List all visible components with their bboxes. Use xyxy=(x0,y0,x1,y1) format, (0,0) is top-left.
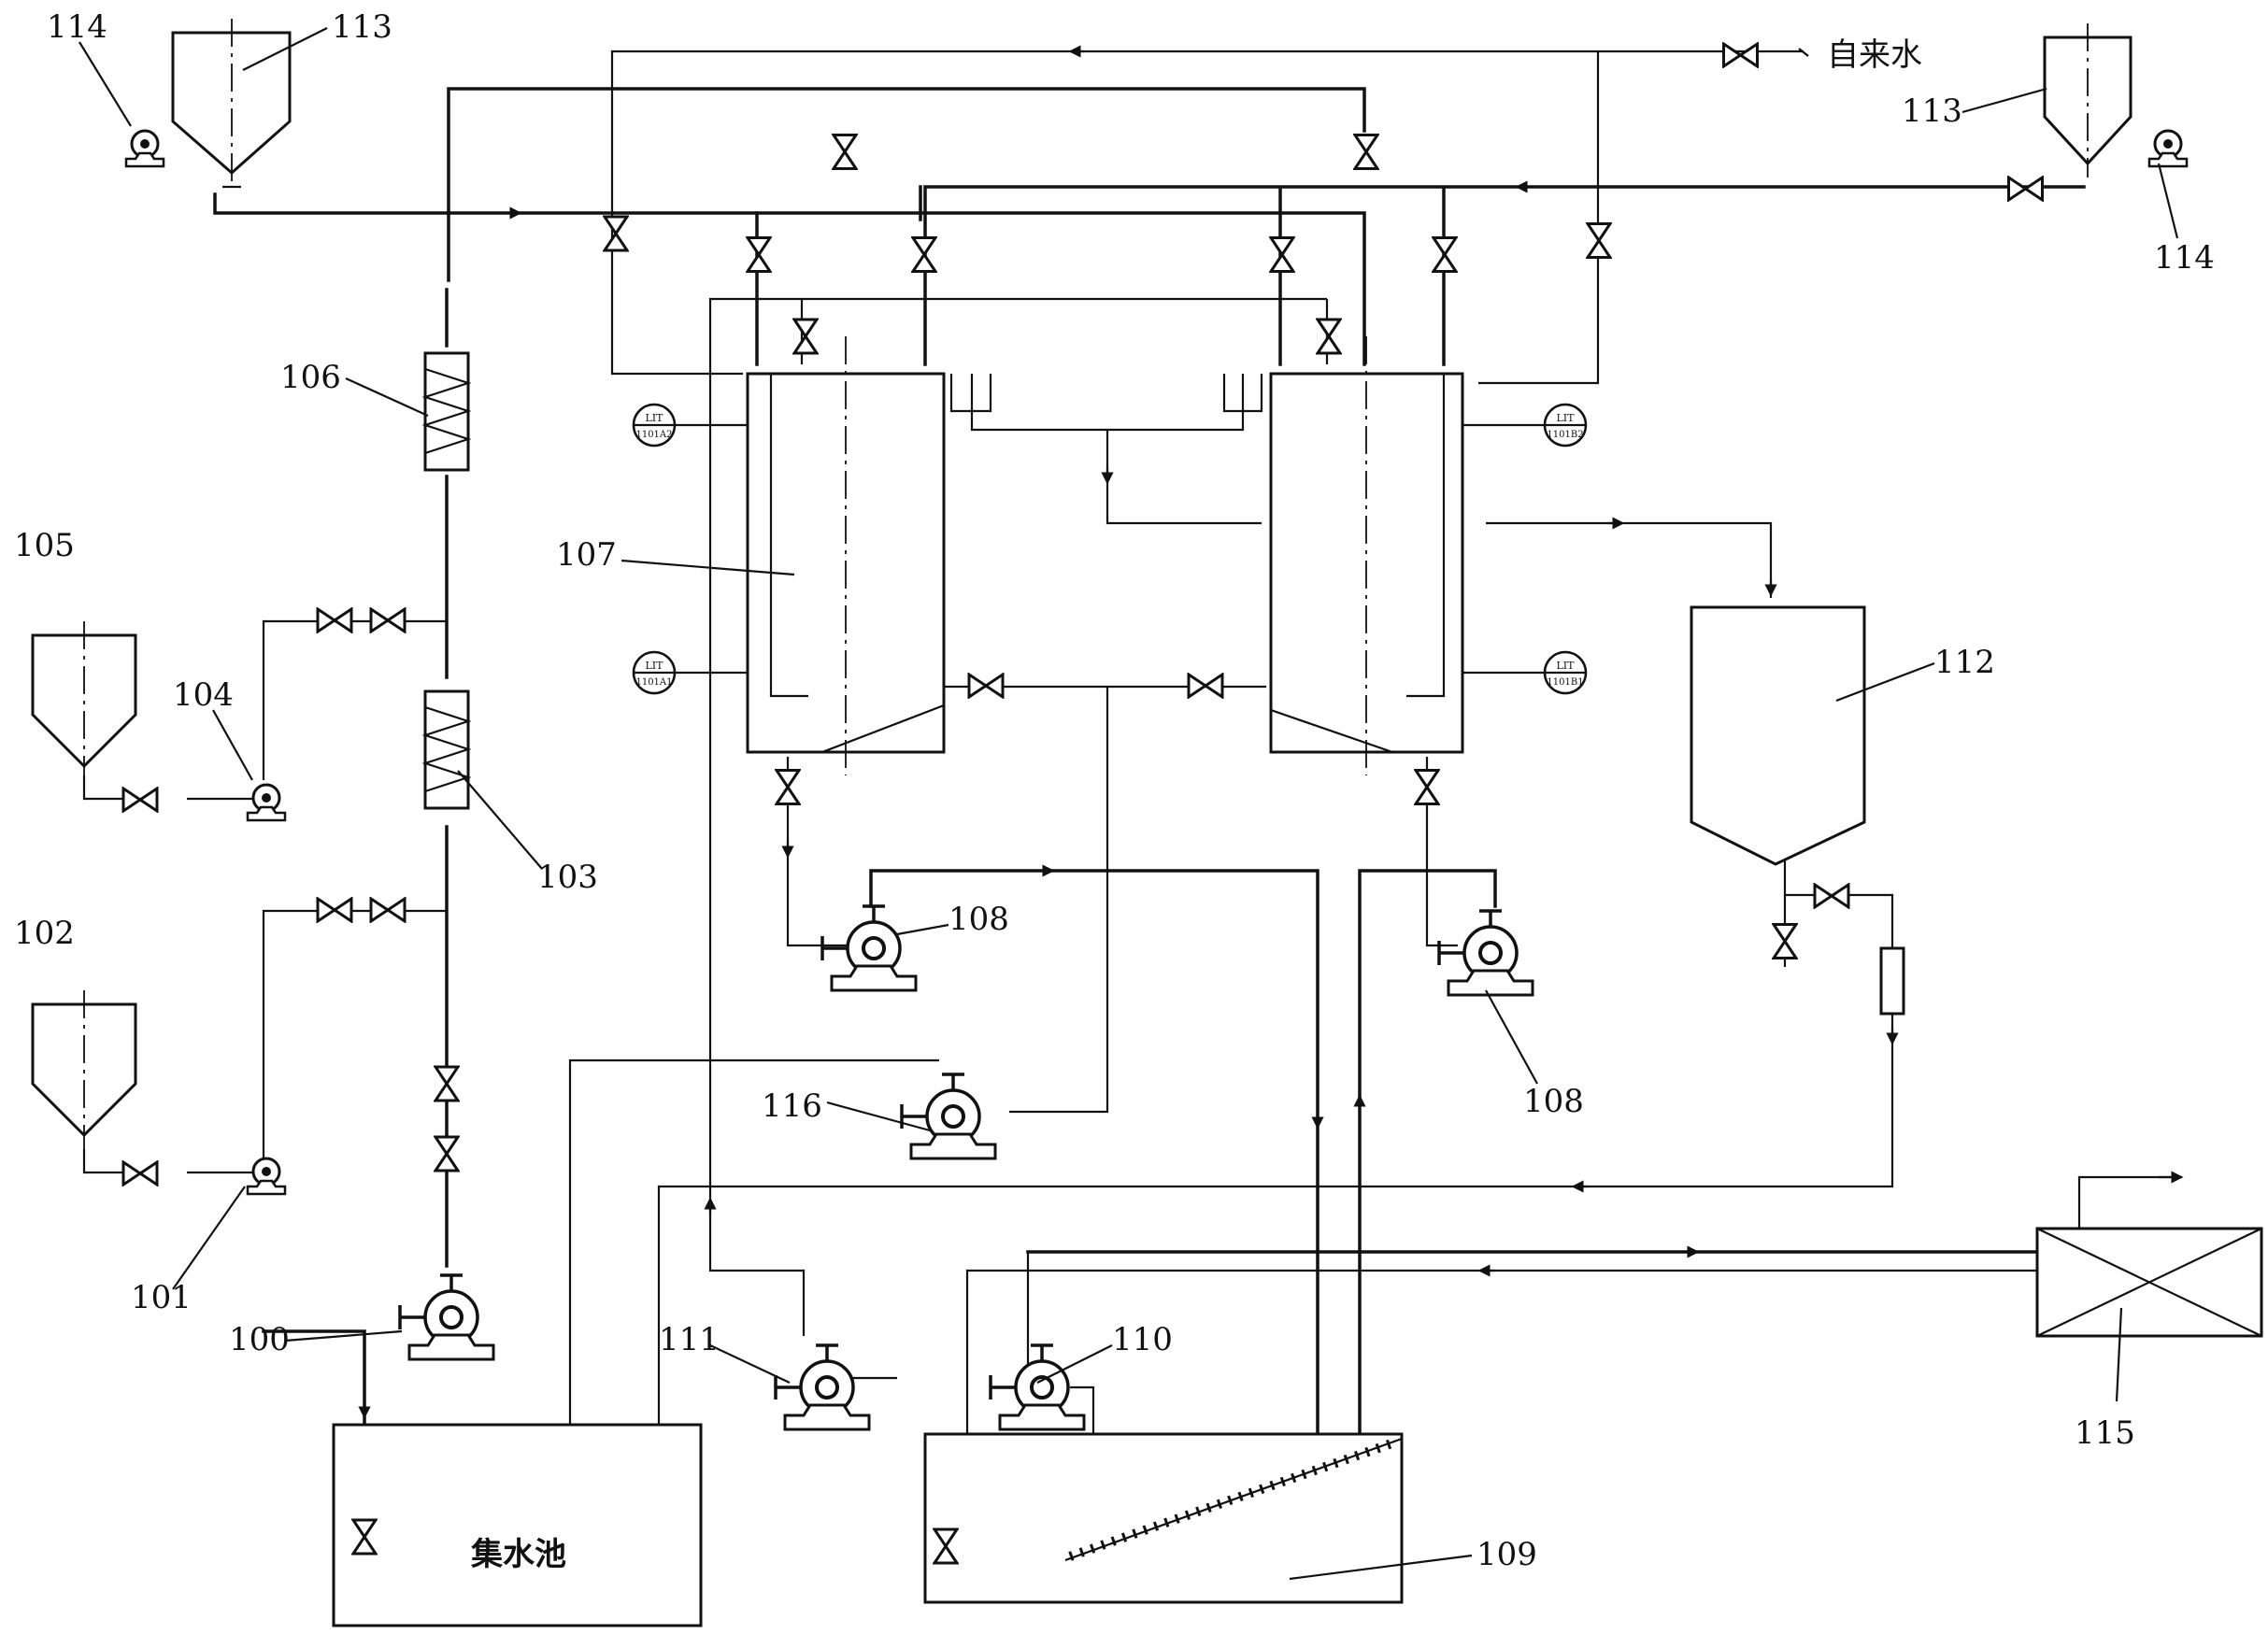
label-113-right: 113 xyxy=(1902,92,1962,130)
valve xyxy=(316,607,353,633)
pump-116 xyxy=(900,1073,997,1160)
pump-114-left xyxy=(124,129,165,168)
pump-114-right xyxy=(2147,129,2189,168)
lt-tag-3: 1101B2 xyxy=(1547,430,1583,440)
valve xyxy=(1269,235,1295,274)
level-indicator-2 xyxy=(632,650,748,695)
valve xyxy=(369,897,407,923)
lit-label-1: LIT xyxy=(646,412,664,424)
valve xyxy=(775,768,801,806)
lt-tag-4: 1101B1 xyxy=(1547,677,1583,688)
valve xyxy=(1586,221,1612,260)
hopper-113-left xyxy=(171,31,292,175)
flowmeter xyxy=(1879,946,1905,1016)
hopper-113-right xyxy=(2043,36,2132,166)
label-113-left: 113 xyxy=(332,8,392,46)
pump-104 xyxy=(246,783,287,822)
level-indicator-1 xyxy=(632,403,748,448)
valve xyxy=(746,235,772,274)
valve xyxy=(1772,922,1798,960)
valve xyxy=(2006,176,2045,202)
label-101: 101 xyxy=(131,1279,192,1316)
valve xyxy=(1432,235,1458,274)
label-116: 116 xyxy=(762,1087,822,1125)
pump-101 xyxy=(246,1157,287,1196)
pump-100 xyxy=(398,1273,495,1361)
label-tap-water: 自来水 xyxy=(1827,36,1922,74)
pump-108-left xyxy=(820,904,918,992)
label-108-right: 108 xyxy=(1523,1083,1584,1120)
lt-tag-2: 1101A1 xyxy=(635,677,672,688)
tank-112 xyxy=(1690,605,1866,866)
valve xyxy=(121,1160,159,1186)
valve xyxy=(832,133,858,171)
valve xyxy=(1813,883,1850,909)
label-100: 100 xyxy=(229,1321,290,1358)
label-107: 107 xyxy=(556,536,617,574)
valve xyxy=(967,673,1005,699)
valve xyxy=(1316,318,1342,355)
sump-tank xyxy=(332,1423,703,1627)
label-sump: 集水池 xyxy=(470,1536,566,1573)
valve xyxy=(316,897,353,923)
lit-label-3: LIT xyxy=(1557,412,1576,424)
valve xyxy=(369,607,407,633)
valve xyxy=(603,215,629,252)
level-indicator-4 xyxy=(1462,650,1588,695)
label-105: 105 xyxy=(14,527,75,564)
valve xyxy=(792,318,819,355)
valve xyxy=(1721,42,1760,68)
label-112: 112 xyxy=(1934,644,1995,681)
label-104: 104 xyxy=(173,676,234,714)
label-108-left: 108 xyxy=(949,901,1009,938)
label-102: 102 xyxy=(14,915,75,952)
label-114-right: 114 xyxy=(2154,239,2215,277)
pump-111 xyxy=(774,1343,871,1431)
valve xyxy=(121,787,159,813)
lit-label-4: LIT xyxy=(1557,660,1576,672)
valve xyxy=(434,1065,460,1102)
valve xyxy=(911,235,937,274)
label-111: 111 xyxy=(659,1321,720,1358)
label-103: 103 xyxy=(537,859,598,896)
level-indicator-3 xyxy=(1462,403,1588,448)
tank-109 xyxy=(923,1432,1404,1604)
pump-108-right xyxy=(1437,909,1534,997)
valve xyxy=(1187,673,1224,699)
label-110: 110 xyxy=(1112,1321,1173,1358)
lt-tag-1: 1101A2 xyxy=(635,430,672,440)
valve xyxy=(434,1135,460,1172)
label-106: 106 xyxy=(280,359,341,396)
label-115: 115 xyxy=(2075,1414,2135,1452)
lit-label-2: LIT xyxy=(646,660,664,672)
label-109: 109 xyxy=(1476,1536,1537,1573)
valve xyxy=(1353,133,1379,171)
label-114-left: 114 xyxy=(47,8,107,46)
valve xyxy=(1414,768,1440,806)
